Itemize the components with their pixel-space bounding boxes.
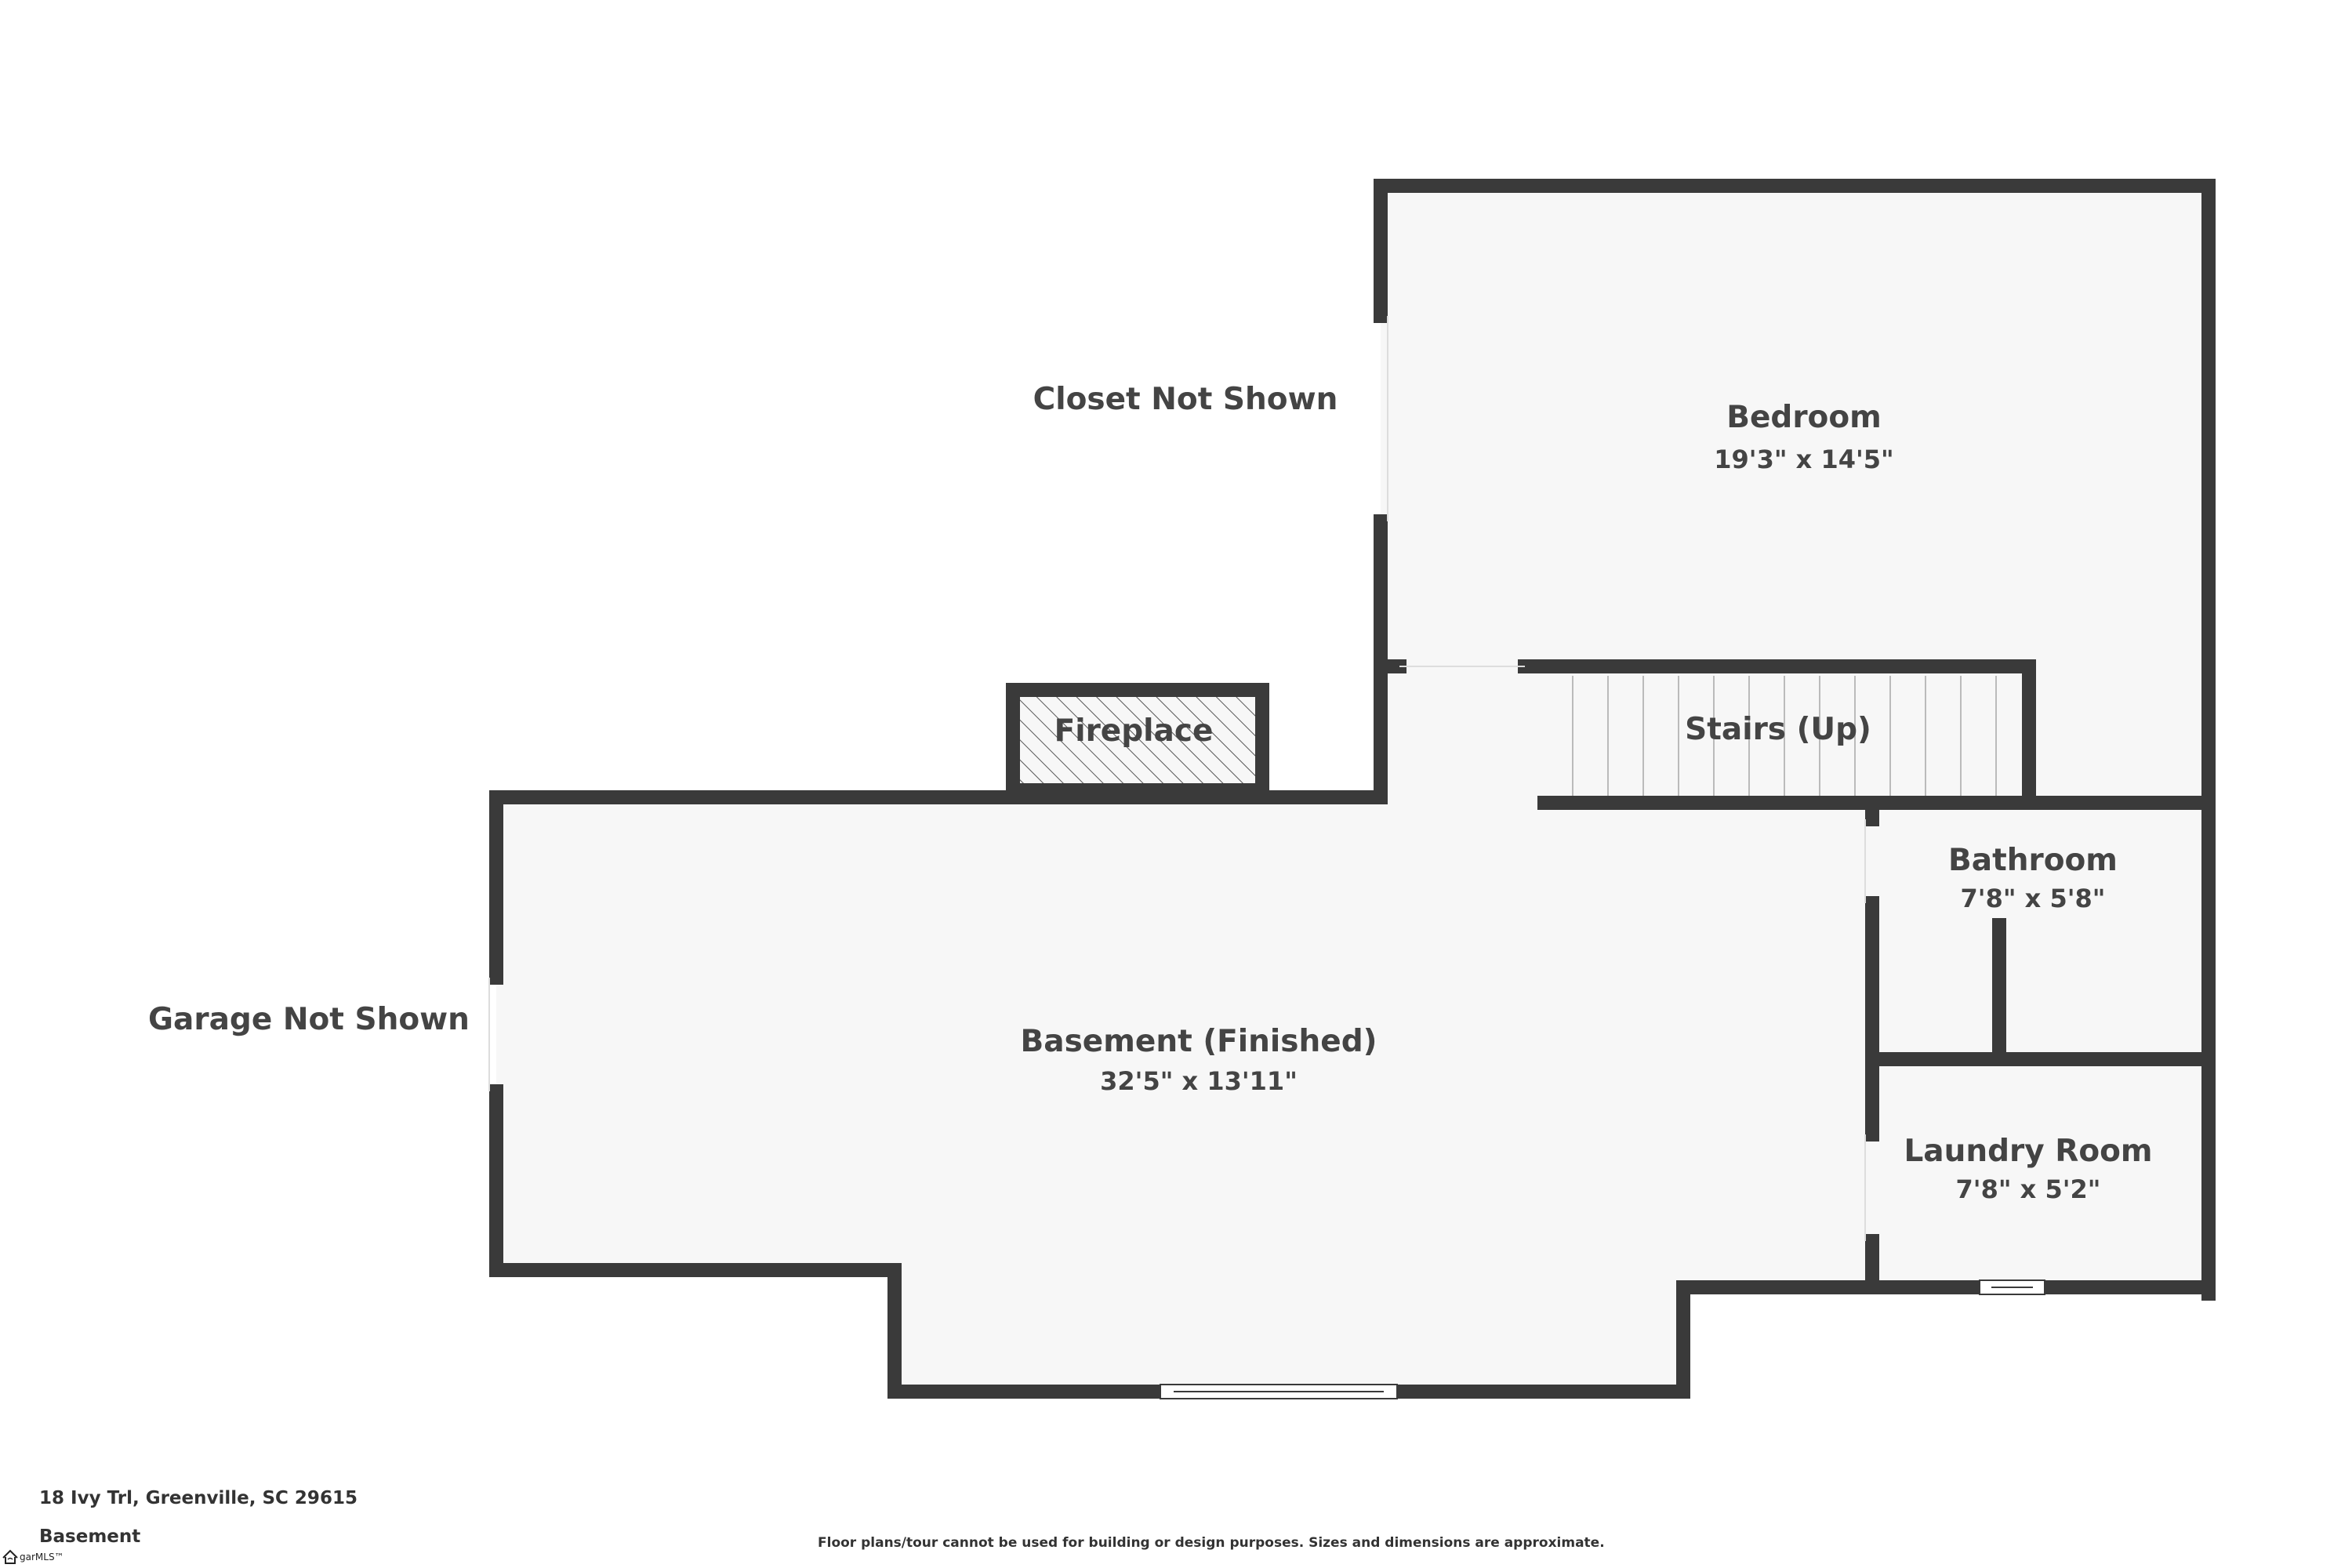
laundry-floor	[1872, 1065, 2210, 1287]
disclaimer-text: Floor plans/tour cannot be used for buil…	[818, 1535, 1605, 1551]
bathroom-name: Bathroom	[1948, 843, 2118, 878]
property-address: 18 Ivy Trl, Greenville, SC 29615	[39, 1488, 358, 1508]
windows	[1160, 1279, 2045, 1399]
floor-level-label: Basement	[39, 1526, 141, 1547]
basement-name: Basement (Finished)	[1021, 1024, 1377, 1059]
house-logo-icon	[2, 1549, 18, 1564]
fireplace-hatch	[1006, 683, 1269, 797]
stairs-name: Stairs (Up)	[1685, 712, 1871, 747]
mls-logo: garMLS™	[2, 1548, 64, 1566]
basement-dims: 32'5" x 13'11"	[1100, 1066, 1298, 1096]
laundry-dims: 7'8" x 5'2"	[1956, 1174, 2101, 1204]
bedroom-dims: 19'3" x 14'5"	[1714, 445, 1893, 474]
logo-text: garMLS™	[20, 1552, 64, 1563]
laundry-name: Laundry Room	[1904, 1134, 2152, 1169]
stair-treads	[1572, 676, 1997, 796]
walls	[489, 179, 2216, 1399]
garage-note: Garage Not Shown	[148, 1002, 470, 1037]
bathroom-floor	[1872, 808, 2210, 1053]
closet-note: Closet Not Shown	[1033, 382, 1338, 417]
bedroom-name: Bedroom	[1726, 400, 1882, 435]
stairs-floor	[1530, 671, 2032, 802]
fireplace-name: Fireplace	[1054, 713, 1214, 749]
openings	[488, 316, 1866, 1241]
basement-floor	[496, 670, 1872, 1392]
floor-fills	[496, 186, 2210, 1392]
bathroom-dims: 7'8" x 5'8"	[1961, 884, 2106, 913]
